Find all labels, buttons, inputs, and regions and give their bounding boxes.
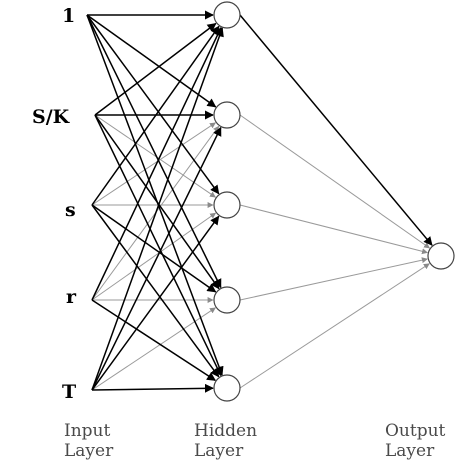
input-label-1: 1 <box>62 5 75 27</box>
edge-input-5-to-hidden-1 <box>91 27 224 391</box>
edge-input-5-to-hidden-5 <box>91 383 214 393</box>
hidden-layer-label-line1: Hidden <box>194 421 257 441</box>
edge-input-2-to-hidden-4 <box>94 114 220 290</box>
edge-input-2-to-hidden-5 <box>94 114 222 377</box>
edge-input-5-to-hidden-3 <box>91 215 220 391</box>
edge-input-5-to-hidden-4 <box>91 307 216 391</box>
edge-input-4-to-hidden-3 <box>91 212 217 301</box>
hidden-node-1 <box>213 1 241 29</box>
weak-connections <box>91 114 430 391</box>
output-layer-label-line2: Layer <box>385 441 435 461</box>
edge-input-1-to-hidden-2 <box>86 14 217 108</box>
edge-hidden-3-to-output <box>239 204 428 255</box>
input-label-t: T <box>62 381 76 403</box>
hidden-node-2 <box>213 101 241 129</box>
edge-input-2-to-hidden-1 <box>94 22 217 116</box>
input-label-s: s <box>65 199 76 221</box>
edge-input-3-to-hidden-5 <box>91 204 220 378</box>
hidden-node-5 <box>213 374 241 402</box>
edge-input-1-to-hidden-3 <box>86 14 220 195</box>
input-label-r: r <box>66 286 77 308</box>
output-layer-label-line1: Output <box>385 421 446 441</box>
edge-input-4-to-hidden-5 <box>91 299 217 382</box>
edge-input-3-to-hidden-2 <box>91 122 216 206</box>
output-node <box>427 242 455 270</box>
edge-input-2-to-hidden-3 <box>94 114 216 198</box>
hidden-layer-label-line2: Layer <box>194 441 244 461</box>
edge-hidden-1-to-output <box>239 14 433 246</box>
edge-input-1-to-hidden-5 <box>86 14 224 376</box>
edge-hidden-2-to-output <box>239 114 430 249</box>
edge-input-3-to-hidden-1 <box>91 25 220 206</box>
hidden-node-3 <box>213 191 241 219</box>
edge-input-4-to-hidden-1 <box>91 26 222 301</box>
edge-hidden-5-to-output <box>239 263 430 389</box>
input-label-sk: S/K <box>32 106 71 128</box>
input-layer-label-line2: Layer <box>64 441 114 461</box>
edge-input-1-to-hidden-4 <box>86 14 222 289</box>
edge-input-5-to-hidden-2 <box>91 126 222 391</box>
edge-hidden-4-to-output <box>239 257 428 301</box>
input-layer-label-line1: Input <box>64 421 110 441</box>
edge-input-3-to-hidden-4 <box>91 204 217 293</box>
hidden-node-4 <box>213 286 241 314</box>
strong-connections <box>86 10 433 393</box>
